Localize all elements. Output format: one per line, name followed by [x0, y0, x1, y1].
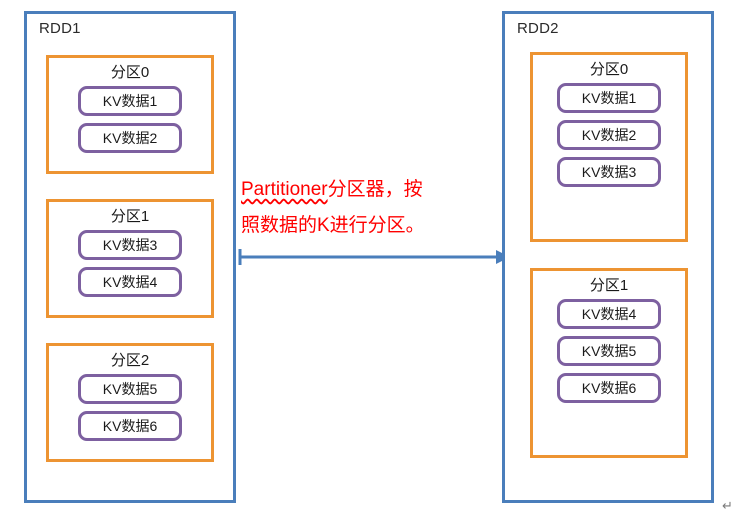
partitioner-annotation: Partitioner分区器，按 照数据的K进行分区。: [241, 172, 509, 244]
rdd2-partition-1-items: KV数据4 KV数据5 KV数据6: [533, 299, 685, 409]
rdd1-partition-2: 分区2 KV数据5 KV数据6: [46, 343, 214, 462]
transform-arrow: [238, 248, 510, 266]
rdd2-partition-0-items: KV数据1 KV数据2 KV数据3: [533, 83, 685, 193]
rdd1-partition-0: 分区0 KV数据1 KV数据2: [46, 55, 214, 174]
annotation-term-partitioner: Partitioner: [241, 179, 328, 200]
arrow-icon: [238, 249, 510, 265]
kv-chip: KV数据5: [557, 336, 661, 366]
rdd1-partition-0-items: KV数据1 KV数据2: [49, 86, 211, 159]
rdd1-title: RDD1: [39, 20, 81, 37]
annotation-line-2: 照数据的K进行分区。: [241, 215, 425, 236]
kv-chip: KV数据3: [78, 230, 182, 260]
rdd1-partition-1: 分区1 KV数据3 KV数据4: [46, 199, 214, 318]
kv-chip: KV数据5: [78, 374, 182, 404]
kv-chip: KV数据1: [78, 86, 182, 116]
annotation-line-1-cn: 分区器，按: [327, 179, 423, 200]
annotation-line-1: Partitioner分区器，按: [241, 172, 509, 208]
kv-chip: KV数据6: [557, 373, 661, 403]
kv-chip: KV数据2: [78, 123, 182, 153]
kv-chip: KV数据4: [78, 267, 182, 297]
paragraph-mark-icon: ↵: [722, 498, 733, 513]
rdd1-partition-2-label: 分区2: [110, 352, 150, 369]
rdd2-partition-0-label: 分区0: [589, 61, 629, 78]
rdd2-partition-1: 分区1 KV数据4 KV数据5 KV数据6: [530, 268, 688, 458]
rdd1-partition-1-label: 分区1: [110, 208, 150, 225]
kv-chip: KV数据4: [557, 299, 661, 329]
rdd1-partition-1-items: KV数据3 KV数据4: [49, 230, 211, 303]
kv-chip: KV数据2: [557, 120, 661, 150]
rdd2-partition-1-label: 分区1: [589, 277, 629, 294]
rdd2-partition-0: 分区0 KV数据1 KV数据2 KV数据3: [530, 52, 688, 242]
rdd1-partition-0-label: 分区0: [110, 64, 150, 81]
rdd1-partition-2-items: KV数据5 KV数据6: [49, 374, 211, 447]
kv-chip: KV数据6: [78, 411, 182, 441]
rdd2-title: RDD2: [517, 20, 559, 37]
kv-chip: KV数据1: [557, 83, 661, 113]
kv-chip: KV数据3: [557, 157, 661, 187]
